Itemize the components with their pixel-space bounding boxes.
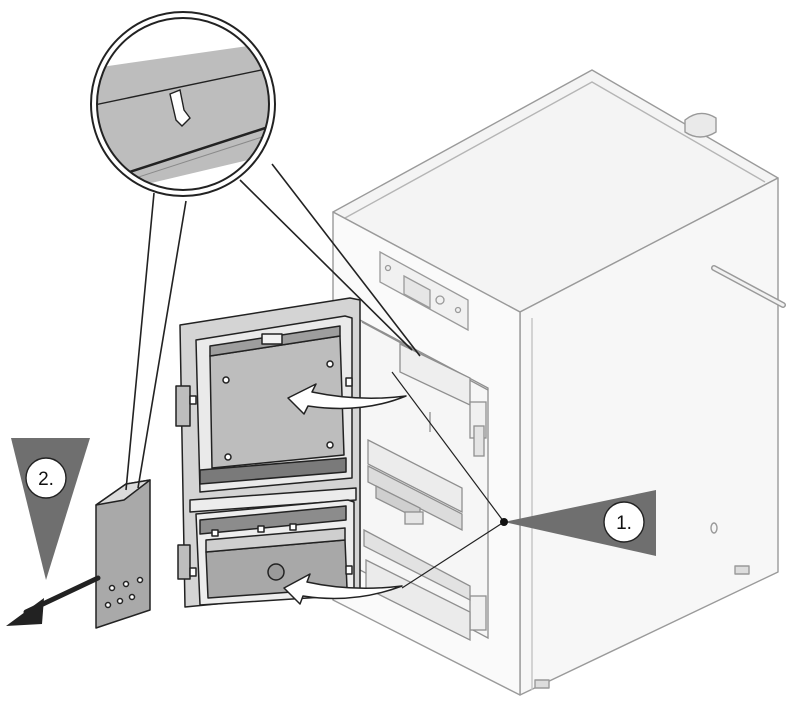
rotation-arrows [283, 383, 407, 605]
flue-pipe [684, 112, 717, 138]
control-panel [379, 250, 469, 332]
open-door [175, 297, 361, 608]
door-hinge[interactable] [175, 385, 191, 427]
detail-magnifier [90, 11, 421, 491]
step-1-badge [603, 501, 645, 543]
cabinet-top-lip [344, 81, 766, 219]
door-knob[interactable] [267, 563, 285, 581]
step-2-label: 2. [38, 469, 54, 490]
step-1-pointer: 1. [391, 371, 656, 589]
step-1-label: 1. [616, 513, 632, 534]
removal-arrow [6, 575, 101, 626]
door-hinge[interactable] [177, 544, 191, 580]
step-2-badge [25, 457, 67, 499]
side-handle-highlight [712, 266, 785, 307]
lower-rotation-arrow [283, 573, 403, 605]
door-handle[interactable] [261, 333, 283, 345]
insulation-plate [95, 479, 151, 629]
cabinet-foot [534, 679, 550, 689]
cabinet-foot [734, 565, 750, 575]
side-hole [710, 522, 718, 534]
step-2-pointer: 2. [11, 438, 90, 580]
upper-rotation-arrow [287, 383, 407, 415]
